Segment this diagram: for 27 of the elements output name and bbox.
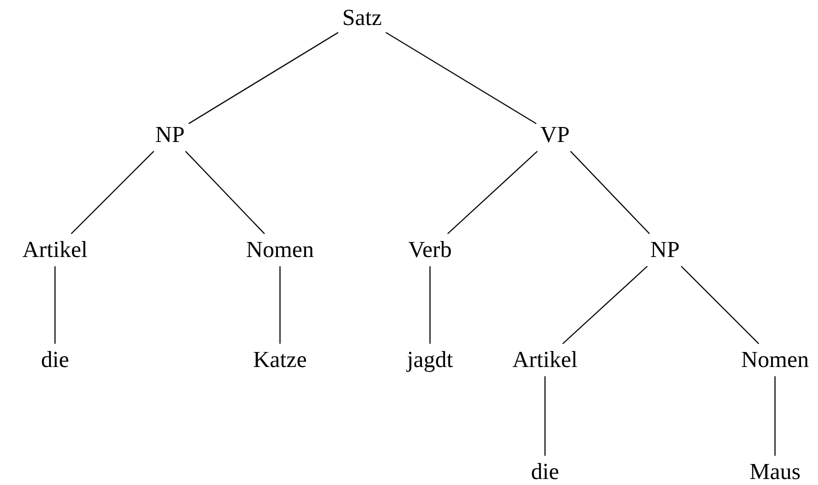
- tree-branch: [279, 266, 281, 344]
- tree-label: Artikel: [22, 236, 88, 264]
- tree-label: die: [530, 458, 560, 485]
- tree-branch: [774, 376, 776, 456]
- tree-branch: [54, 266, 56, 344]
- tree-branch: [570, 150, 650, 234]
- tree-branch: [188, 32, 338, 124]
- tree-branch: [562, 266, 648, 344]
- tree-label: Artikel: [512, 346, 578, 374]
- tree-label: NP: [155, 122, 185, 148]
- tree-label: die: [40, 346, 70, 374]
- tree-label: NP: [650, 236, 680, 264]
- tree-label: jagdt: [407, 346, 453, 374]
- tree-label: Katze: [253, 346, 307, 374]
- tree-branch: [447, 150, 538, 234]
- tree-label: Maus: [749, 458, 801, 485]
- tree-branch: [544, 376, 546, 456]
- tree-branch: [185, 150, 265, 234]
- tree-label: Verb: [408, 236, 452, 264]
- tree-branch: [386, 32, 537, 124]
- tree-label: Nomen: [246, 236, 314, 264]
- tree-branch: [429, 266, 431, 344]
- tree-branch: [680, 266, 760, 344]
- tree-label: VP: [540, 122, 570, 148]
- tree-label: Satz: [342, 4, 382, 32]
- tree-label: Nomen: [741, 346, 809, 374]
- tree-branch: [70, 150, 154, 234]
